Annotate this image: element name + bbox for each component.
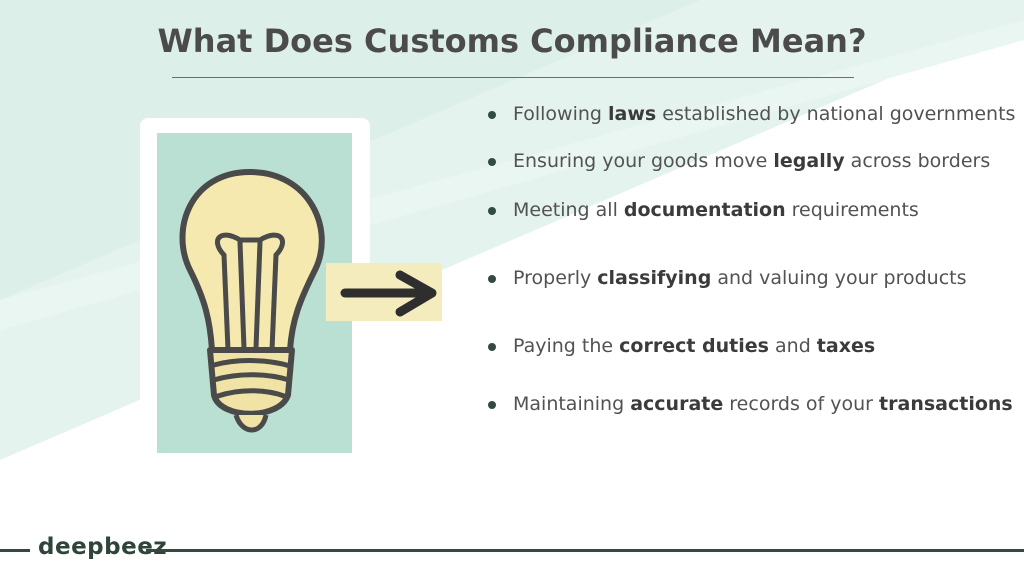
bullet-dot xyxy=(488,275,496,283)
bullet-documentation: Meeting all documentation requirements xyxy=(486,196,1022,225)
bullet-dot xyxy=(488,401,496,409)
bullet-duties-taxes: Paying the correct duties and taxes xyxy=(486,332,1022,361)
title-divider xyxy=(172,77,854,78)
lightbulb-arrow-icon xyxy=(179,169,437,433)
bullet-dot xyxy=(488,111,496,119)
bullet-records: Maintaining accurate records of your tra… xyxy=(486,390,1022,419)
bullet-dot xyxy=(488,207,496,215)
page-title: What Does Customs Compliance Mean? xyxy=(157,22,867,60)
bullet-list: Following laws established by national g… xyxy=(486,100,1022,419)
bullet-legally: Ensuring your goods move legally across … xyxy=(486,147,1022,176)
bullet-dot xyxy=(488,158,496,166)
bullet-laws: Following laws established by national g… xyxy=(486,100,1022,129)
footer-rule-left xyxy=(0,549,30,552)
footer-rule-right xyxy=(146,549,1024,552)
bullet-classifying: Properly classifying and valuing your pr… xyxy=(486,264,1022,293)
bullet-dot xyxy=(488,343,496,351)
brand-logo: deepbeez xyxy=(38,534,168,560)
